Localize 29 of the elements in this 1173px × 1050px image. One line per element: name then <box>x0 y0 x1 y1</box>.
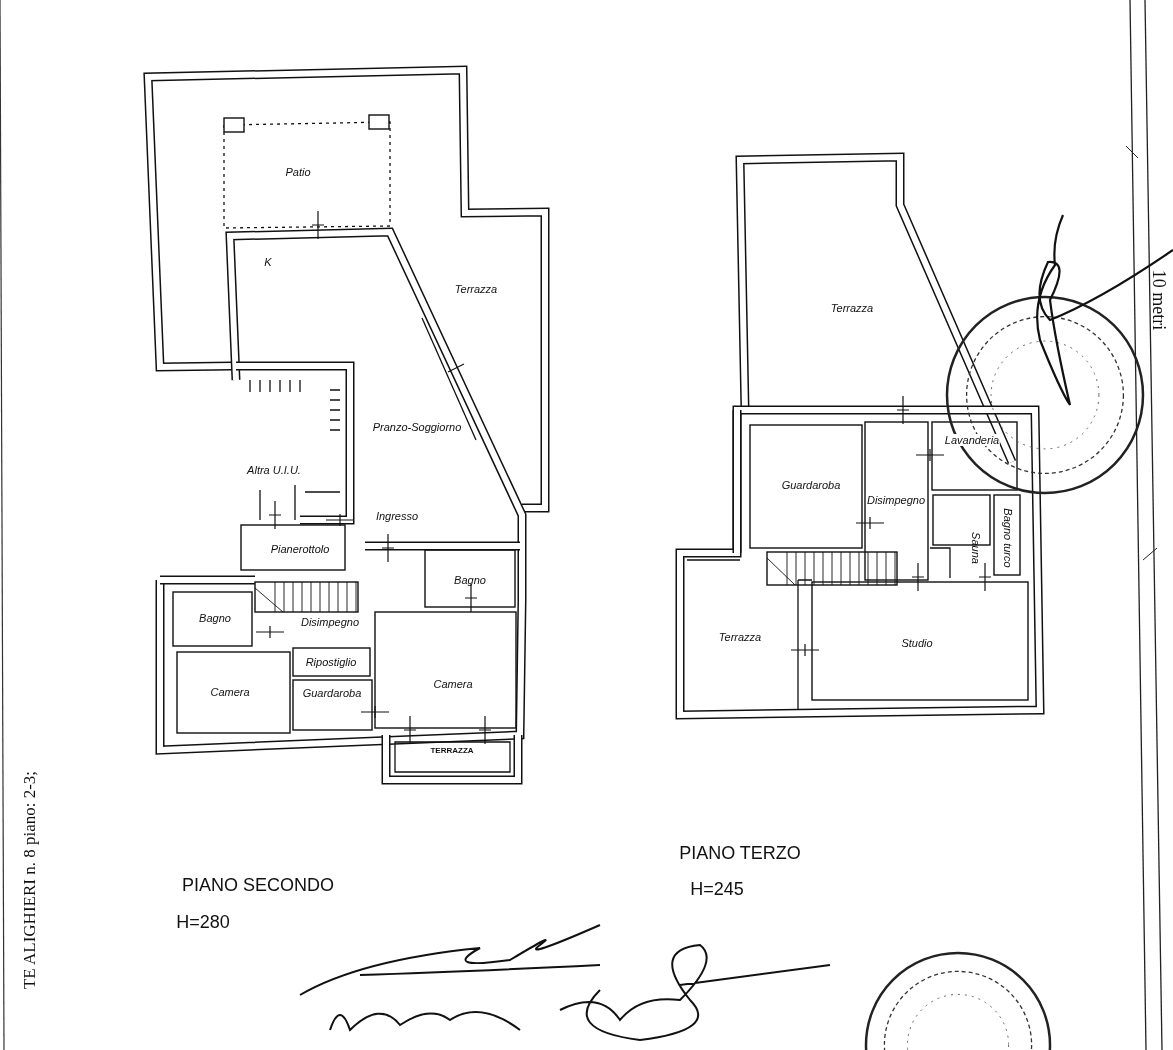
room-label: Bagno <box>199 612 231 624</box>
room-label: K <box>264 256 272 268</box>
scale-label: 10 metri <box>1147 269 1169 331</box>
floor-height: H=280 <box>176 911 230 933</box>
floor-height: H=245 <box>690 878 744 900</box>
address-note: TE ALIGHIERI n. 8 piano: 2-3; <box>20 770 40 990</box>
room-label: Camera <box>433 678 473 690</box>
room-label: Terrazza <box>830 302 874 314</box>
room-label: Camera <box>210 686 250 698</box>
room-label: TERRAZZA <box>430 745 474 755</box>
room-label: Disimpegno <box>300 616 360 628</box>
room-label: Sauna <box>970 532 982 564</box>
room-label: Pianerottolo <box>270 543 330 555</box>
room-label: Terrazza <box>454 283 498 295</box>
room-label: Lavanderia <box>943 434 1001 446</box>
room-label: Bagno turco <box>1002 508 1014 568</box>
room-label: Ripostiglio <box>305 656 357 668</box>
floor-title: PIANO TERZO <box>679 842 801 864</box>
room-label: Terrazza <box>718 631 762 643</box>
room-label: Altra U.I.U. <box>247 464 301 476</box>
room-label: Disimpegno <box>865 494 927 506</box>
room-label: Guardaroba <box>302 687 362 699</box>
room-label: Patio <box>285 166 311 178</box>
room-label: Pranzo-Soggiorno <box>372 421 462 433</box>
room-label: Guardaroba <box>781 479 841 491</box>
room-label: Studio <box>901 637 933 649</box>
floor-title: PIANO SECONDO <box>182 874 334 896</box>
room-label: Ingresso <box>375 510 419 522</box>
room-label: Bagno <box>454 574 486 586</box>
